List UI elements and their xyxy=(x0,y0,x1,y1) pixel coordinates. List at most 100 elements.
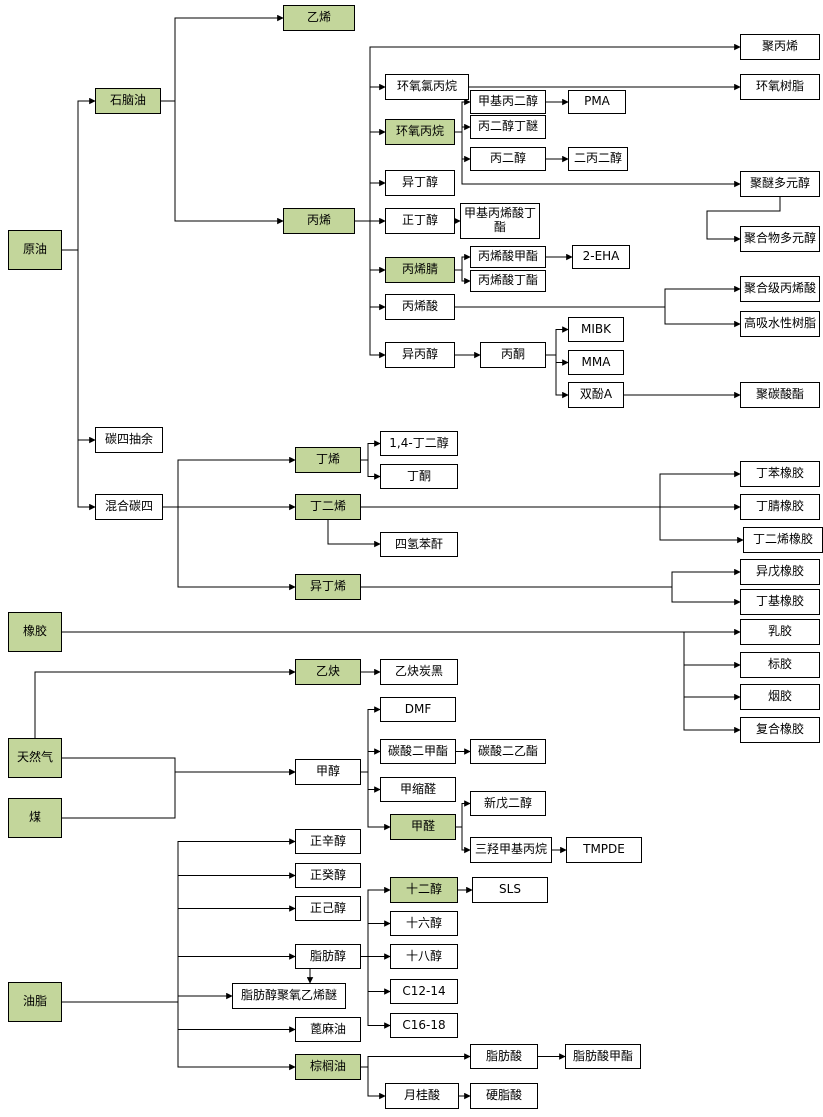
edge-acrylonitrile-to-butyl-acrylate xyxy=(455,269,471,285)
node-mma: MMA xyxy=(568,350,624,375)
edge-polyether-polyol-to-polymer-polyol xyxy=(706,197,781,243)
node-dmf: DMF xyxy=(380,697,456,722)
node-butyl-acrylate: 丙烯酸丁酯 xyxy=(470,270,546,292)
node-faee: 脂肪醇聚氧乙烯醚 xyxy=(232,983,346,1009)
node-standard-rubber: 标胶 xyxy=(740,652,820,678)
node-mixed-c4: 混合碳四 xyxy=(95,494,163,520)
node-oils: 油脂 xyxy=(8,982,62,1022)
node-butadiene: 丁二烯 xyxy=(295,494,361,520)
node-npg: 新戊二醇 xyxy=(470,791,546,816)
node-stearyl-alcohol: 十八醇 xyxy=(390,944,458,969)
node-sap: 高吸水性树脂 xyxy=(740,311,820,337)
node-rubber: 橡胶 xyxy=(8,612,62,652)
node-sbr: 丁苯橡胶 xyxy=(740,461,820,487)
node-acrylonitrile: 丙烯腈 xyxy=(385,257,455,283)
edge-butene-to-mek xyxy=(361,459,381,480)
node-formaldehyde: 甲醛 xyxy=(390,814,456,840)
node-pma: PMA xyxy=(568,90,626,114)
node-bdo: 1,4-丁二醇 xyxy=(380,431,458,456)
node-n-butanol: 正丁醇 xyxy=(385,208,455,234)
node-acetylene-black: 乙炔炭黑 xyxy=(380,659,458,685)
node-c16-18: C16-18 xyxy=(390,1013,458,1038)
node-ethylene: 乙烯 xyxy=(283,5,355,31)
node-stearic-acid: 硬脂酸 xyxy=(470,1083,538,1109)
node-castor-oil: 蓖麻油 xyxy=(295,1017,361,1042)
node-propylene: 丙烯 xyxy=(283,208,355,234)
node-propylene-oxide: 环氧丙烷 xyxy=(385,119,455,145)
node-epichlorohydrin: 环氧氯丙烷 xyxy=(385,74,469,100)
node-acetone: 丙酮 xyxy=(480,342,546,368)
edge-oils-to-palm-oil xyxy=(62,1001,296,1071)
node-lauric-acid: 月桂酸 xyxy=(385,1083,459,1109)
node-iir: 丁基橡胶 xyxy=(740,589,820,615)
edge-fatty-alcohol-to-c16-18 xyxy=(361,956,391,1029)
node-isopropanol: 异丙醇 xyxy=(385,342,455,368)
node-latex: 乳胶 xyxy=(740,619,820,645)
edge-coal-to-methanol xyxy=(62,768,296,819)
node-acetylene: 乙炔 xyxy=(295,659,361,685)
node-dipropylene-glycol: 二丙二醇 xyxy=(568,147,628,171)
node-n-decanol: 正癸醇 xyxy=(295,863,361,888)
node-butene: 丁烯 xyxy=(295,447,361,473)
edge-mixed-c4-to-isobutylene xyxy=(163,506,296,591)
node-n-hexanol: 正己醇 xyxy=(295,896,361,921)
node-tmpde: TMPDE xyxy=(566,837,642,863)
node-methylal: 甲缩醛 xyxy=(380,777,456,802)
node-smoked-rubber: 烟胶 xyxy=(740,684,820,710)
node-eha: 2-EHA xyxy=(572,245,630,269)
node-coal: 煤 xyxy=(8,798,62,838)
edge-butadiene-to-br xyxy=(361,506,744,544)
node-polypropylene: 聚丙烯 xyxy=(740,34,820,60)
node-sls: SLS xyxy=(472,877,548,903)
node-dec: 碳酸二乙酯 xyxy=(470,739,546,764)
node-dmc: 碳酸二甲酯 xyxy=(380,739,456,764)
node-methyl-acrylate: 丙烯酸甲酯 xyxy=(470,246,546,268)
node-mek: 丁酮 xyxy=(380,464,458,489)
edge-group xyxy=(34,14,781,1100)
edge-crude-oil-to-mixed-c4 xyxy=(62,249,96,511)
edge-propylene-to-isopropanol xyxy=(355,220,386,359)
node-polyether-polyol: 聚醚多元醇 xyxy=(740,171,820,197)
node-fatty-alcohol: 脂肪醇 xyxy=(295,944,361,969)
edge-propylene-oxide-to-polyether-polyol xyxy=(455,131,741,188)
node-naphtha: 石脑油 xyxy=(95,88,161,114)
edge-formaldehyde-to-tmp xyxy=(456,826,471,854)
node-natural-gas: 天然气 xyxy=(8,738,62,778)
edge-methanol-to-formaldehyde xyxy=(361,771,391,831)
node-isobutanol: 异丁醇 xyxy=(385,170,455,196)
node-compound-rubber: 复合橡胶 xyxy=(740,717,820,743)
node-methyl-propanediol: 甲基丙二醇 xyxy=(470,90,546,114)
node-methanol: 甲醇 xyxy=(295,759,361,785)
node-polymer-grade-acrylic-acid: 聚合级丙烯酸 xyxy=(740,276,820,302)
node-pg-butyl-ether: 丙二醇丁醚 xyxy=(470,115,546,139)
edge-palm-oil-to-lauric-acid xyxy=(361,1066,386,1100)
node-bisphenol-a: 双酚A xyxy=(568,382,624,408)
node-polycarbonate: 聚碳酸酯 xyxy=(740,382,820,408)
node-fame: 脂肪酸甲酯 xyxy=(565,1044,641,1069)
node-crude-oil: 原油 xyxy=(8,230,62,270)
node-n-octanol: 正辛醇 xyxy=(295,829,361,854)
edge-acetone-to-bisphenol-a xyxy=(546,354,569,399)
node-thpa: 四氢苯酐 xyxy=(380,532,458,557)
node-dodecanol: 十二醇 xyxy=(390,877,458,903)
edge-butadiene-to-thpa xyxy=(327,520,381,548)
node-polymer-polyol: 聚合物多元醇 xyxy=(740,226,820,252)
node-propylene-glycol: 丙二醇 xyxy=(470,147,546,171)
edge-rubber-to-compound-rubber xyxy=(62,631,741,734)
edge-acrylic-acid-to-sap xyxy=(455,306,741,328)
node-mibk: MIBK xyxy=(568,317,624,342)
edge-naphtha-to-propylene xyxy=(161,100,284,225)
node-cetyl-alcohol: 十六醇 xyxy=(390,911,458,936)
edge-natural-gas-to-acetylene xyxy=(34,668,296,738)
node-epoxy-resin: 环氧树脂 xyxy=(740,74,820,100)
node-ir: 异戊橡胶 xyxy=(740,559,820,585)
node-c12-14: C12-14 xyxy=(390,979,458,1004)
node-c4-raffinate: 碳四抽余 xyxy=(95,427,163,453)
node-tmp: 三羟甲基丙烷 xyxy=(470,837,552,863)
edge-isobutylene-to-iir xyxy=(361,586,741,606)
node-palm-oil: 棕榈油 xyxy=(295,1054,361,1080)
node-isobutylene: 异丁烯 xyxy=(295,574,361,600)
